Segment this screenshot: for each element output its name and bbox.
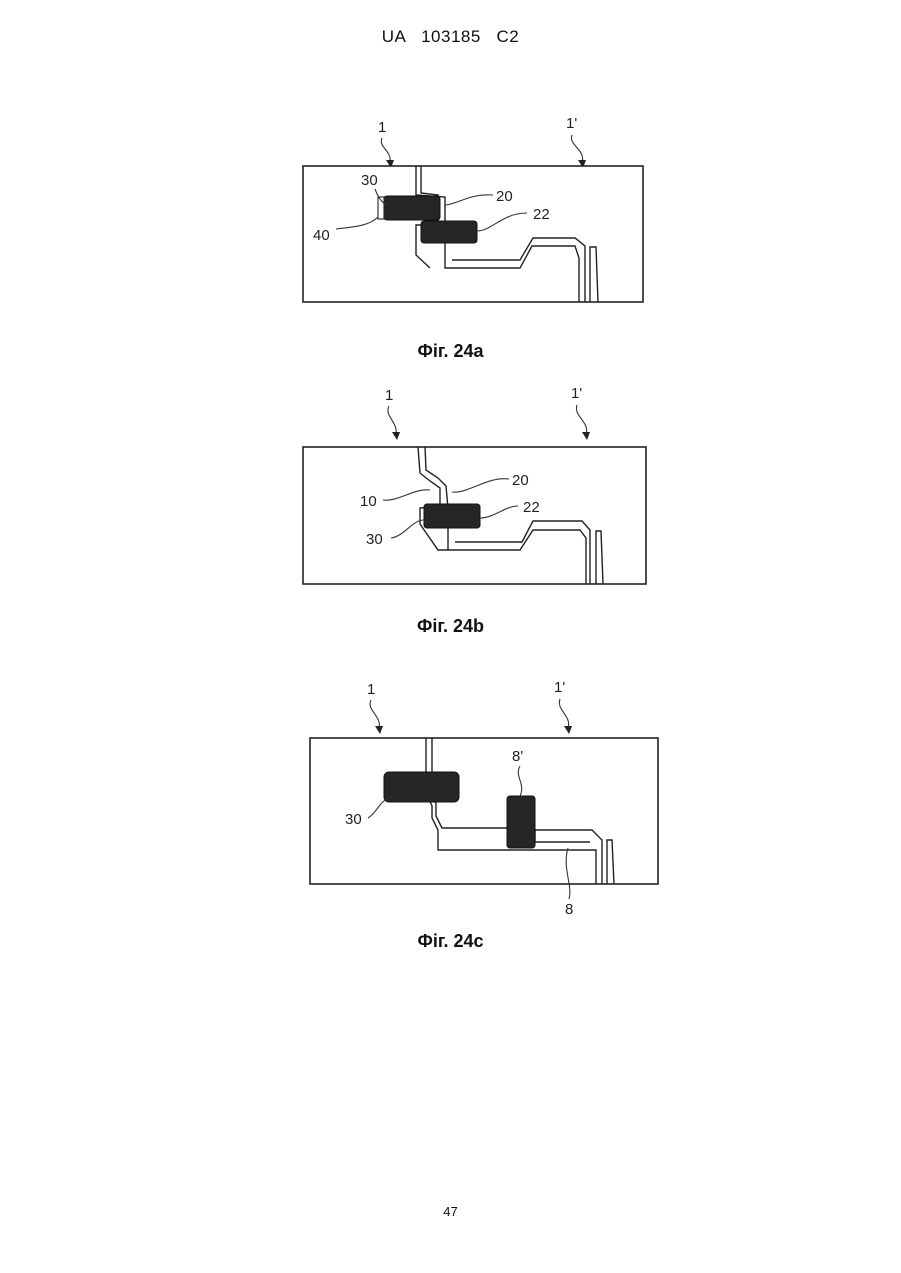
- arrow-1: [381, 138, 390, 162]
- label-1: 1: [367, 681, 375, 698]
- figure-24b-drawing: 1 1' 10 30 20 22: [0, 378, 901, 598]
- block-8-prime: [507, 796, 535, 848]
- document-header: UA 103185 C2: [0, 27, 901, 47]
- label-1: 1: [385, 387, 393, 404]
- arrow-1-prime: [559, 699, 568, 728]
- figure-24a: 1 1' 30 40 20 22: [0, 105, 901, 320]
- arrow-1-prime-head: [564, 726, 572, 734]
- label-1-prime: 1': [571, 385, 582, 402]
- label-40: 40: [313, 227, 330, 244]
- label-8: 8: [565, 901, 573, 918]
- figure-24c: 1 1' 30 8' 8: [0, 672, 901, 922]
- arrow-1: [388, 406, 396, 434]
- caption-24c: Фіг. 24c: [0, 931, 901, 952]
- page-number: 47: [0, 1204, 901, 1219]
- label-30: 30: [345, 811, 362, 828]
- caption-24b: Фіг. 24b: [0, 616, 901, 637]
- block-30: [384, 772, 459, 802]
- block-22: [421, 221, 477, 243]
- arrow-1-prime-head: [582, 432, 590, 440]
- label-8-prime: 8': [512, 748, 523, 765]
- label-22: 22: [523, 499, 540, 516]
- label-1-prime: 1': [554, 679, 565, 696]
- label-30: 30: [366, 531, 383, 548]
- figure-24a-drawing: 1 1' 30 40 20 22: [0, 105, 901, 320]
- arrow-1-prime: [576, 405, 586, 434]
- label-30: 30: [361, 172, 378, 189]
- outer-frame: [310, 738, 658, 884]
- arrow-1: [370, 700, 379, 728]
- label-20: 20: [512, 472, 529, 489]
- label-20: 20: [496, 188, 513, 205]
- arrow-1-head: [392, 432, 400, 440]
- arrow-1-prime: [571, 135, 582, 162]
- figure-24c-drawing: 1 1' 30 8' 8: [0, 672, 901, 922]
- label-1-prime: 1': [566, 115, 577, 132]
- label-1: 1: [378, 119, 386, 136]
- figure-24b: 1 1' 10 30 20 22: [0, 378, 901, 598]
- caption-24a: Фіг. 24a: [0, 341, 901, 362]
- block-30: [384, 196, 440, 220]
- label-10: 10: [360, 493, 377, 510]
- block-30: [424, 504, 480, 528]
- label-22: 22: [533, 206, 550, 223]
- arrow-1-head: [375, 726, 383, 734]
